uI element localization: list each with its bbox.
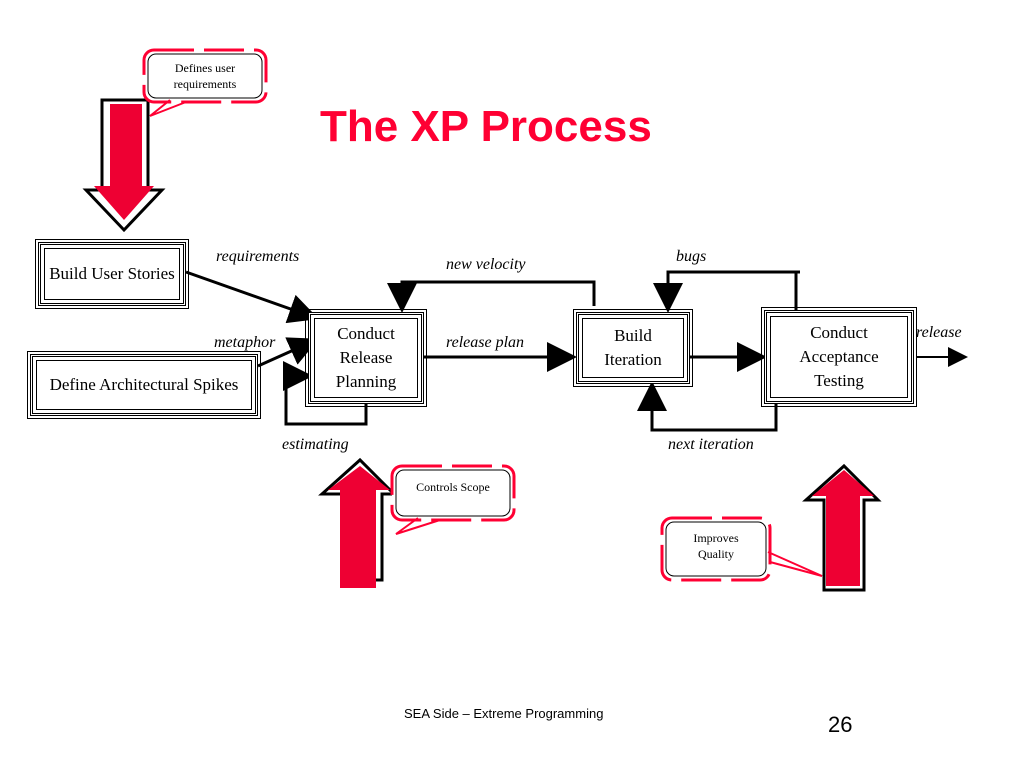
new-velocity-label: new velocity xyxy=(446,256,526,273)
bugs-arrow xyxy=(653,270,800,313)
conduct-release-planning-box: Conduct Release Planning xyxy=(305,309,427,407)
new-velocity-arrow xyxy=(387,280,596,313)
page-title-text: The XP Process xyxy=(320,102,652,151)
up-arrow-controls-scope-icon xyxy=(318,457,398,588)
callout-controls-scope: Controls Scope xyxy=(416,480,490,494)
requirements-arrow xyxy=(185,270,319,324)
up-arrow-improves-quality-icon xyxy=(802,463,882,592)
build-iteration-label: Build Iteration xyxy=(604,326,662,369)
callout-bubble-quality xyxy=(660,516,823,582)
estimating-label: estimating xyxy=(282,436,349,453)
bugs-label: bugs xyxy=(676,248,707,265)
page-number: 26 xyxy=(828,712,853,737)
build-user-stories-box: Build User Stories xyxy=(35,239,189,309)
metaphor-label: metaphor xyxy=(214,334,276,351)
release-plan-label: release plan xyxy=(446,334,525,351)
define-architectural-spikes-label: Define Architectural Spikes xyxy=(49,375,239,394)
callout-bubble-scope xyxy=(390,464,516,535)
conduct-acceptance-testing-box: Conduct Acceptance Testing xyxy=(761,307,917,407)
define-architectural-spikes-box: Define Architectural Spikes xyxy=(27,351,261,419)
requirements-label: requirements xyxy=(216,248,300,265)
next-iteration-label: next iteration xyxy=(668,436,754,453)
footer-text: SEA Side – Extreme Programming xyxy=(404,706,604,721)
release-label: release xyxy=(916,324,962,341)
metaphor-arrow xyxy=(257,337,319,368)
callout-improves-quality: Improves Quality xyxy=(693,531,739,561)
next-iteration-arrow xyxy=(637,381,778,432)
callout-bubble-defines xyxy=(142,48,268,117)
callout-defines-user-requirements: Defines user requirements xyxy=(173,61,237,91)
build-iteration-box: Build Iteration xyxy=(573,309,693,387)
conduct-acceptance-testing-label: Conduct Acceptance Testing xyxy=(799,323,879,390)
build-user-stories-label: Build User Stories xyxy=(49,264,175,283)
down-arrow-icon xyxy=(82,98,166,233)
conduct-release-planning-label: Conduct Release Planning xyxy=(335,324,397,391)
estimating-arrow xyxy=(283,361,368,426)
